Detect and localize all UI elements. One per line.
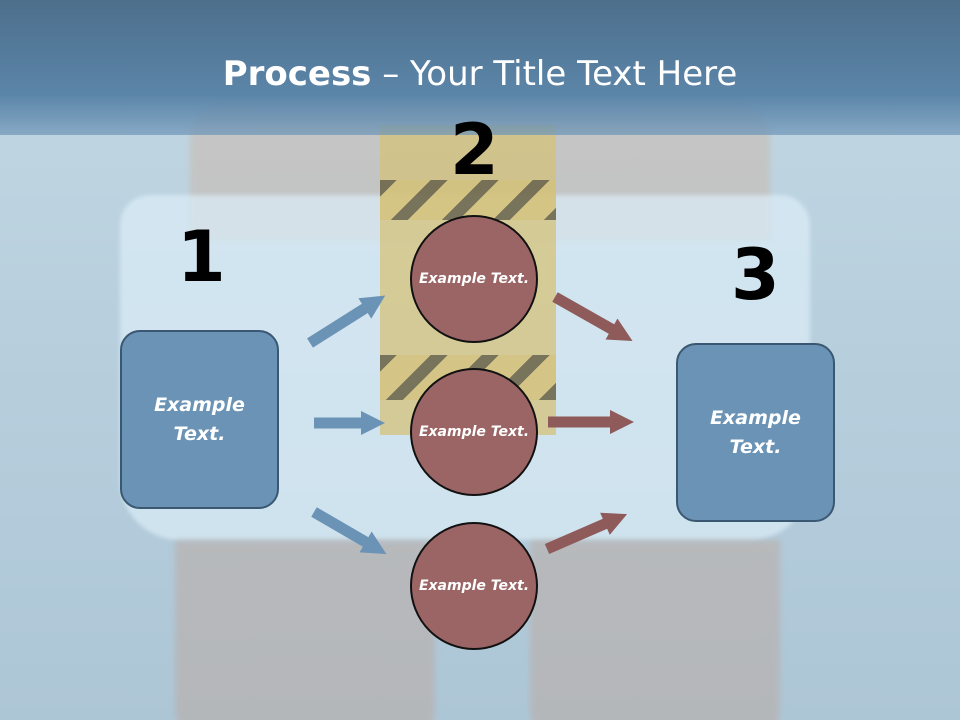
process-box-left: Example Text. — [120, 330, 279, 509]
arrow-top-to-3 — [552, 292, 633, 341]
process-circle-top-text: Example Text. — [418, 270, 530, 287]
title-bar — [0, 0, 960, 135]
process-circle-middle-text: Example Text. — [418, 423, 530, 440]
step-number-3: 3 — [731, 234, 780, 316]
background-photo-right-leg — [530, 540, 780, 720]
title-rest: – Your Title Text Here — [371, 54, 738, 94]
process-box-right-text: Example Text. — [710, 406, 801, 458]
title-bold: Process — [222, 54, 372, 94]
process-box-left-text: Example Text. — [154, 393, 245, 445]
background-caution-stripes-top — [380, 180, 556, 220]
process-circle-bottom-text: Example Text. — [418, 577, 530, 594]
arrow-1-to-top — [307, 295, 386, 348]
process-circle-bottom: Example Text. — [410, 522, 538, 650]
arrow-1-to-bottom — [311, 507, 387, 555]
process-box-right: Example Text. — [676, 343, 835, 522]
step-number-2: 2 — [450, 109, 499, 191]
step-number-1: 1 — [177, 216, 226, 298]
process-circle-middle: Example Text. — [410, 368, 538, 496]
process-circle-top: Example Text. — [410, 215, 538, 343]
slide-title: Process – Your Title Text Here — [0, 54, 960, 94]
arrow-bottom-to-3 — [544, 512, 628, 555]
background-photo-left-leg — [175, 540, 435, 720]
